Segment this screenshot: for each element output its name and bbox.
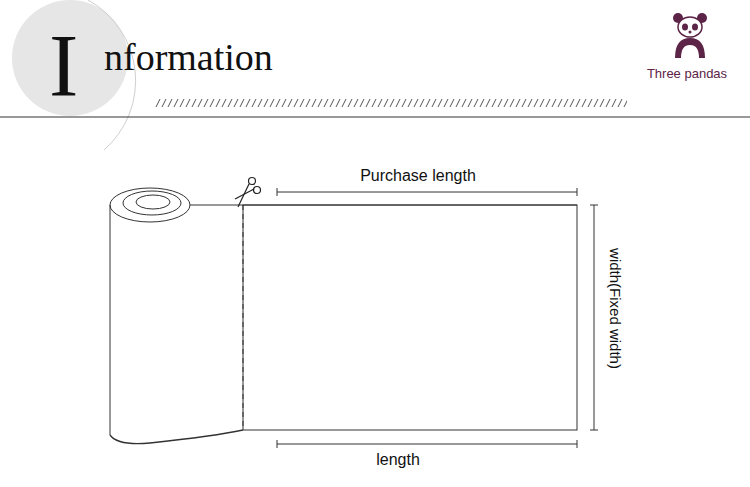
header-rule: [0, 117, 750, 118]
dimension-lines: [277, 188, 598, 448]
dimension-label: Purchase length: [360, 168, 476, 184]
scissors-icon: [235, 178, 261, 208]
title-rest: nformation: [104, 38, 273, 76]
panda-logo: [673, 13, 707, 58]
brand-name: Three pandas: [647, 67, 727, 80]
hatch-band: [155, 98, 627, 108]
dimension-label: length: [376, 452, 420, 468]
title-initial: I: [49, 22, 78, 110]
fabric-roll: [110, 188, 577, 444]
dimension-label: width(Fixed width): [608, 248, 623, 369]
